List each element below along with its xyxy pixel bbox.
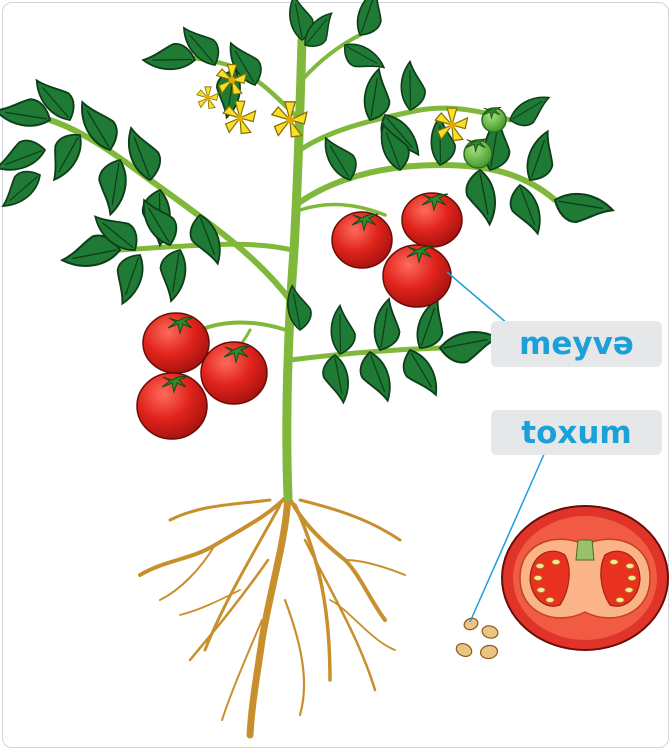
roots (140, 495, 405, 735)
tomato-seeds (454, 616, 499, 659)
fruit-label-text: meyvə (519, 326, 634, 362)
tomato-cross-section (502, 506, 668, 650)
seed-label-text: toxum (521, 415, 631, 451)
fruit-label: meyvə (491, 321, 662, 367)
seed-label: toxum (491, 410, 662, 455)
